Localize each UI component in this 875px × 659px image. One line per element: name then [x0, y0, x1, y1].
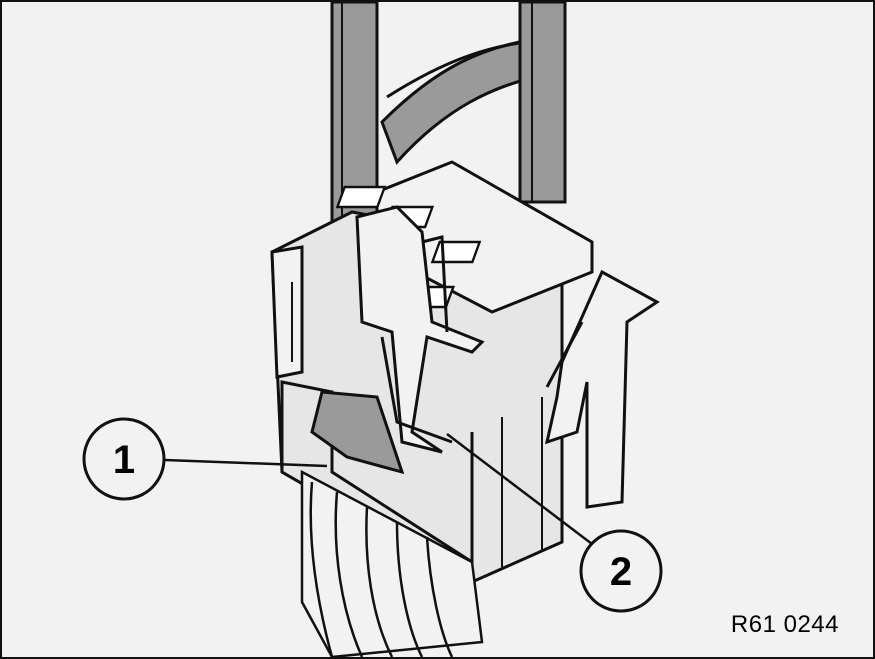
callout-1-label: 1 [113, 438, 135, 482]
wire-bundle [300, 469, 484, 657]
callout-2-label: 2 [610, 550, 632, 594]
locking-bracket [355, 205, 485, 454]
callout-1-circle [82, 417, 166, 501]
housing-left-side [270, 245, 304, 379]
callout-2-leader [446, 433, 593, 545]
reference-code: R61 0244 [730, 611, 839, 638]
rail-right [518, 2, 567, 204]
callout-1-leader [164, 458, 328, 468]
rail-wedge [310, 390, 405, 475]
release-arrow [544, 269, 660, 509]
callout-2-circle [579, 529, 663, 613]
